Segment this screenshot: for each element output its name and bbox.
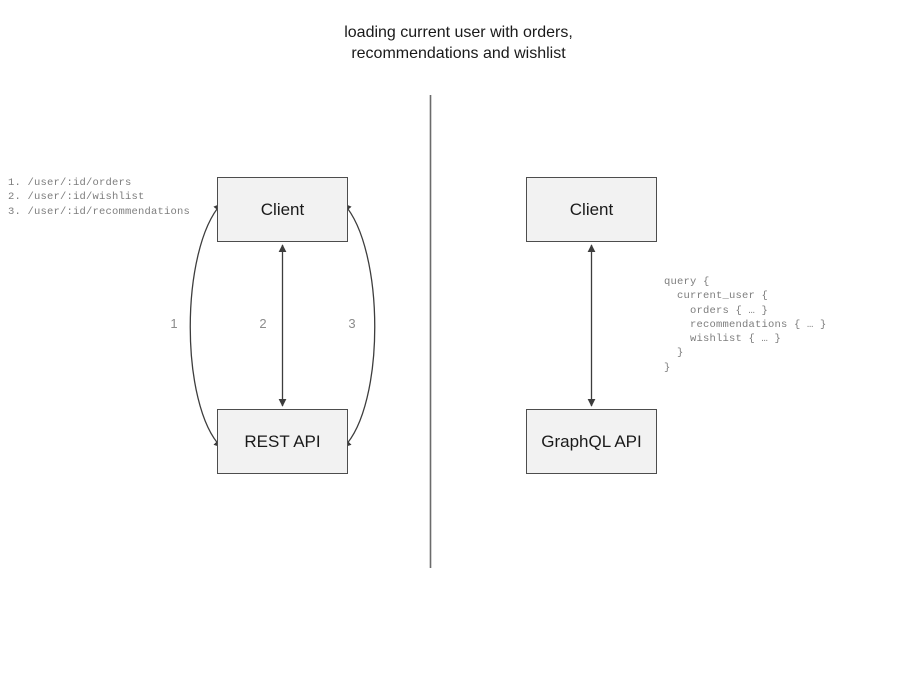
edge-label-3: 3: [348, 316, 356, 331]
node-client-rest[interactable]: Client: [217, 177, 348, 242]
edge-label-2: 2: [259, 316, 267, 331]
node-rest-api[interactable]: REST API: [217, 409, 348, 474]
edge-label-1: 1: [170, 316, 178, 331]
diagram-title: loading current user with orders, recomm…: [344, 24, 573, 62]
graphql-query-snippet: query { current_user { orders { … } reco…: [664, 276, 827, 374]
edge-rest-recommendations: [343, 203, 376, 448]
node-client-graphql[interactable]: Client: [526, 177, 657, 242]
node-graphql-api[interactable]: GraphQL API: [526, 409, 657, 474]
rest-endpoint-list: 1. /user/:id/orders 2. /user/:id/wishlis…: [8, 177, 191, 218]
edge-rest-orders: [189, 203, 222, 448]
